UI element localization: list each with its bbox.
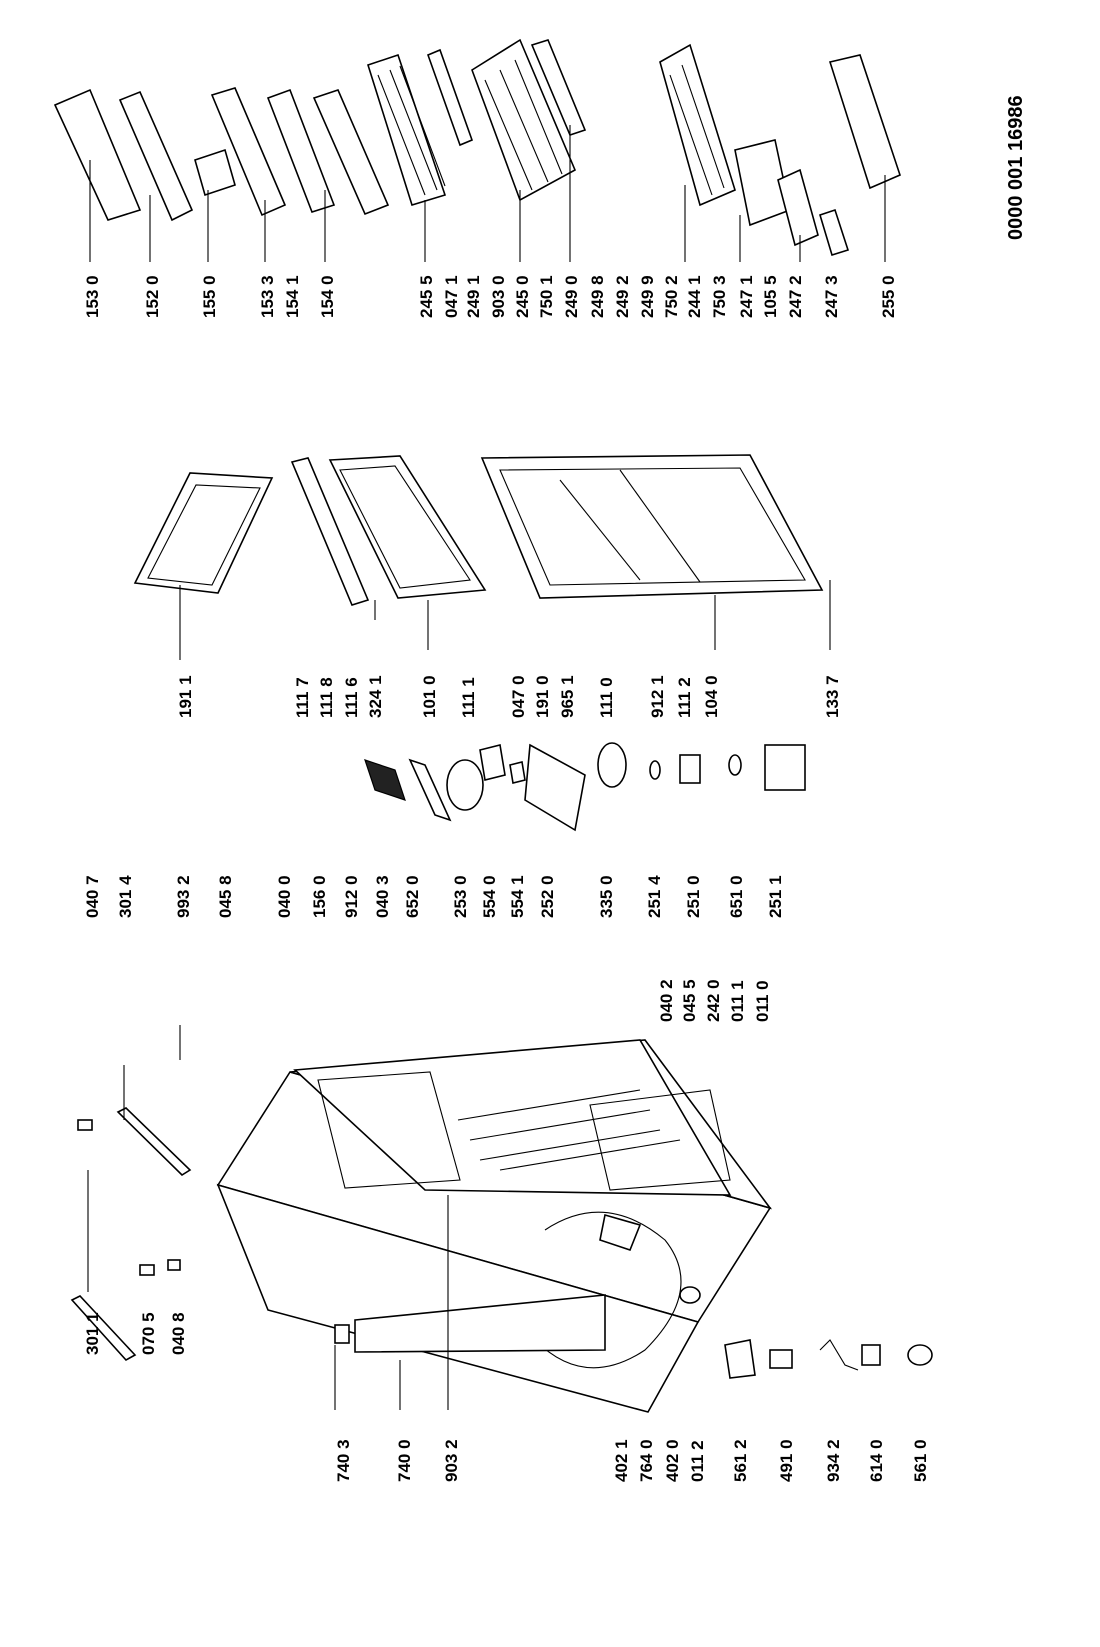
- callout-label: 561 0: [911, 1439, 930, 1482]
- callout-label: 011 2: [688, 1440, 707, 1482]
- callout-label: 101 0: [420, 675, 439, 718]
- callout-label: 402 0: [663, 1439, 682, 1482]
- callout-label: 249 0: [562, 275, 581, 318]
- small-components: [364, 742, 806, 832]
- callout-label: 045 8: [216, 875, 235, 918]
- callout-label: 191 1: [176, 675, 195, 718]
- fridge-door: [480, 454, 824, 599]
- callout-label: 247 3: [822, 275, 841, 318]
- callout-label: 903 2: [442, 1439, 461, 1482]
- callout-label: 070 5: [139, 1312, 158, 1355]
- callout-label: 156 0: [310, 875, 329, 918]
- freezer-door: [328, 455, 487, 599]
- callout-label: 652 0: [403, 875, 422, 918]
- callout-label: 133 7: [823, 675, 842, 718]
- callout-label: 191 0: [533, 675, 552, 718]
- callout-label: 040 3: [373, 875, 392, 918]
- callout-label: 104 0: [702, 675, 721, 718]
- callout-labels: 301 1 070 5 040 8 040 7 301 4 993 2 045 …: [83, 275, 930, 1482]
- callout-label: 554 1: [508, 875, 527, 918]
- callout-label: 153 3: [258, 275, 277, 318]
- callout-label: 011 0: [753, 980, 772, 1022]
- callout-label: 402 1: [612, 1439, 631, 1482]
- callout-label: 750 3: [710, 275, 729, 318]
- callout-label: 252 0: [538, 875, 557, 918]
- callout-label: 651 0: [727, 875, 746, 918]
- callout-label: 301 1: [83, 1312, 102, 1355]
- callout-label: 155 0: [200, 275, 219, 318]
- callout-label: 111 8: [317, 677, 336, 718]
- callout-label: 242 0: [704, 979, 723, 1022]
- callout-label: 249 1: [464, 275, 483, 318]
- callout-label: 045 5: [680, 979, 699, 1022]
- callout-label: 301 4: [116, 875, 135, 918]
- callout-label: 750 1: [537, 275, 556, 318]
- callout-label: 247 2: [786, 275, 805, 318]
- callout-label: 111 1: [459, 677, 478, 718]
- callout-label: 335 0: [597, 875, 616, 918]
- callout-label: 750 2: [662, 275, 681, 318]
- callout-label: 251 0: [684, 875, 703, 918]
- door-shelf-parts: [53, 38, 901, 257]
- callout-label: 154 1: [283, 275, 302, 318]
- left-components: [70, 1107, 933, 1379]
- callout-label: 245 0: [513, 275, 532, 318]
- callout-label: 251 4: [645, 875, 664, 918]
- callout-label: 993 2: [174, 875, 193, 918]
- document-number: 0000 001 16986: [1005, 95, 1027, 240]
- callout-label: 152 0: [143, 275, 162, 318]
- callout-label: 249 9: [638, 275, 657, 318]
- cabinet-body: [216, 1039, 773, 1413]
- callout-label: 105 5: [761, 275, 780, 318]
- callout-label: 764 0: [637, 1439, 656, 1482]
- callout-label: 740 0: [395, 1439, 414, 1482]
- callout-label: 491 0: [777, 1439, 796, 1482]
- callout-label: 554 0: [480, 875, 499, 918]
- callout-label: 111 0: [597, 677, 616, 718]
- callout-label: 912 0: [342, 875, 361, 918]
- callout-label: 561 2: [731, 1439, 750, 1482]
- callout-label: 111 2: [675, 677, 694, 718]
- callout-label: 154 0: [318, 275, 337, 318]
- callout-label: 047 1: [442, 275, 461, 318]
- callout-label: 247 1: [737, 275, 756, 318]
- callout-label: 903 0: [489, 275, 508, 318]
- callout-label: 153 0: [83, 275, 102, 318]
- door-gasket: [133, 472, 274, 594]
- callout-label: 040 7: [83, 875, 102, 918]
- door-handle-strip: [290, 457, 370, 606]
- callout-label: 249 8: [588, 275, 607, 318]
- callout-label: 244 1: [685, 275, 704, 318]
- callout-label: 965 1: [558, 675, 577, 718]
- callout-label: 255 0: [879, 275, 898, 318]
- leader-lines: [87, 125, 886, 1410]
- callout-label: 047 0: [509, 675, 528, 718]
- callout-label: 040 2: [657, 979, 676, 1022]
- callout-label: 245 5: [417, 275, 436, 318]
- callout-label: 111 6: [342, 677, 361, 718]
- callout-label: 740 3: [334, 1439, 353, 1482]
- callout-label: 614 0: [867, 1439, 886, 1482]
- callout-label: 040 8: [169, 1312, 188, 1355]
- callout-label: 324 1: [366, 675, 385, 718]
- callout-label: 934 2: [824, 1439, 843, 1482]
- callout-label: 040 0: [275, 875, 294, 918]
- callout-label: 253 0: [451, 875, 470, 918]
- callout-label: 249 2: [613, 275, 632, 318]
- callout-label: 251 1: [766, 875, 785, 918]
- callout-label: 912 1: [648, 675, 667, 718]
- callout-label: 111 7: [293, 677, 312, 718]
- callout-label: 011 1: [728, 980, 747, 1022]
